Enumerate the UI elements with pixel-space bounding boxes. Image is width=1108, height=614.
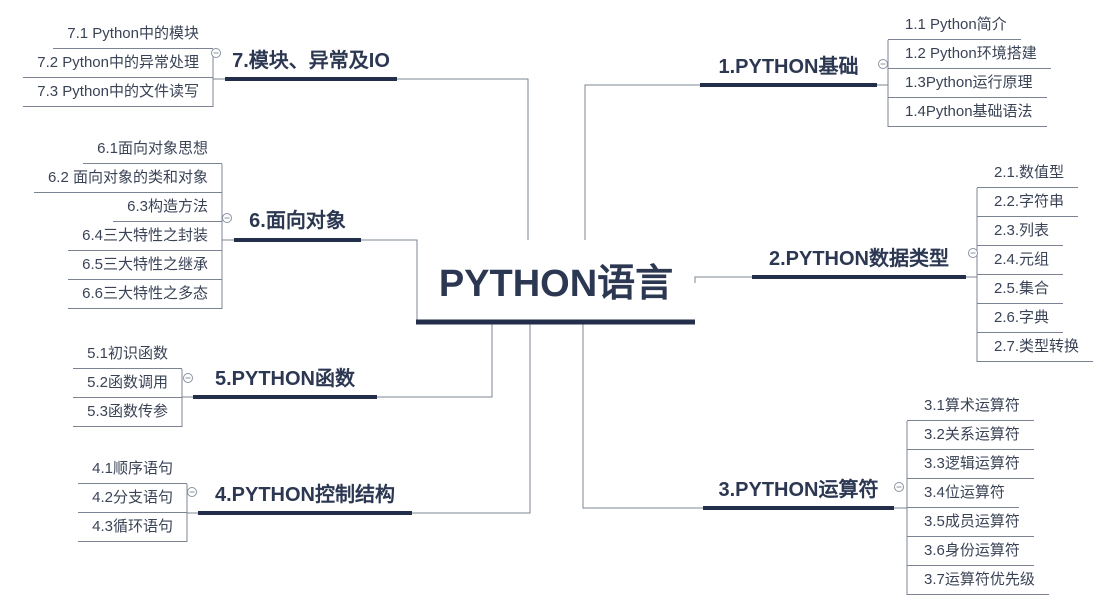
connector-branch-6 [361, 239, 418, 320]
branch-topic-1[interactable]: 1.PYTHON基础 [718, 56, 859, 78]
child-topic[interactable]: 5.2函数调用 [73, 369, 182, 398]
collapse-icon[interactable] [211, 48, 221, 58]
child-topic[interactable]: 3.1算术运算符 [907, 392, 1034, 421]
collapse-icon[interactable] [187, 487, 197, 497]
collapse-icon[interactable] [968, 248, 978, 258]
connector-branch-5 [377, 322, 493, 398]
child-topic[interactable]: 5.3函数传参 [73, 398, 182, 427]
child-topic[interactable]: 6.5三大特性之继承 [68, 251, 222, 280]
child-topic[interactable]: 1.1 Python简介 [888, 11, 1021, 40]
child-topic[interactable]: 1.3Python运行原理 [888, 69, 1047, 98]
branch-topic-5[interactable]: 5.PYTHON函数 [214, 368, 356, 390]
child-topic[interactable]: 7.1 Python中的模块 [53, 20, 213, 49]
child-topic[interactable]: 6.2 面向对象的类和对象 [33, 164, 222, 193]
connector-branch-3 [582, 322, 703, 509]
child-topic[interactable]: 2.2.字符串 [977, 188, 1079, 217]
child-topic[interactable]: 3.4位运算符 [907, 479, 1019, 508]
child-topic[interactable]: 6.3构造方法 [113, 193, 222, 222]
child-topic[interactable]: 2.5.集合 [977, 275, 1064, 304]
child-topic[interactable]: 4.3循环语句 [78, 513, 187, 542]
collapse-icon[interactable] [222, 213, 232, 223]
child-topic[interactable]: 2.3.列表 [977, 217, 1064, 246]
branch-topic-7[interactable]: 7.模块、异常及IO [232, 50, 390, 72]
child-topic[interactable]: 7.2 Python中的异常处理 [23, 49, 213, 78]
child-topic[interactable]: 6.1面向对象思想 [83, 135, 222, 164]
collapse-icon[interactable] [878, 59, 888, 69]
branch-6-children: 6.1面向对象思想 6.2 面向对象的类和对象 6.3构造方法 6.4三大特性之… [33, 135, 222, 309]
branch-topic-6[interactable]: 6.面向对象 [249, 210, 346, 232]
child-topic[interactable]: 3.2关系运算符 [907, 421, 1034, 450]
connector-branch-1 [584, 84, 700, 240]
child-topic[interactable]: 5.1初识函数 [73, 340, 182, 369]
branch-topic-4[interactable]: 4.PYTHON控制结构 [214, 484, 396, 506]
branch-topic-3[interactable]: 3.PYTHON运算符 [718, 479, 879, 501]
branch-7-children: 7.1 Python中的模块 7.2 Python中的异常处理 7.3 Pyth… [23, 20, 213, 107]
child-topic[interactable]: 6.4三大特性之封装 [68, 222, 222, 251]
child-topic[interactable]: 4.2分支语句 [78, 484, 187, 513]
collapse-icon[interactable] [894, 482, 904, 492]
branch-3-children: 3.1算术运算符 3.2关系运算符 3.3逻辑运算符 3.4位运算符 3.5成员… [907, 392, 1049, 595]
child-topic[interactable]: 2.4.元组 [977, 246, 1064, 275]
connector-branch-4 [412, 322, 531, 514]
root-topic[interactable]: PYTHON语言 [438, 263, 674, 305]
connector-branch-7 [397, 78, 529, 240]
child-topic[interactable]: 3.7运算符优先级 [907, 566, 1049, 595]
child-topic[interactable]: 2.1.数值型 [977, 159, 1079, 188]
branch-1-children: 1.1 Python简介 1.2 Python环境搭建 1.3Python运行原… [888, 11, 1051, 127]
child-topic[interactable]: 1.4Python基础语法 [888, 98, 1047, 127]
collapse-icon[interactable] [183, 373, 193, 383]
child-topic[interactable]: 6.6三大特性之多态 [68, 280, 222, 309]
child-topic[interactable]: 2.6.字典 [977, 304, 1064, 333]
child-topic[interactable]: 1.2 Python环境搭建 [888, 40, 1051, 69]
child-topic[interactable]: 3.5成员运算符 [907, 508, 1034, 537]
branch-2-children: 2.1.数值型 2.2.字符串 2.3.列表 2.4.元组 2.5.集合 2.6… [977, 159, 1094, 362]
child-topic[interactable]: 3.6身份运算符 [907, 537, 1034, 566]
connector-branch-2 [694, 276, 752, 283]
child-topic[interactable]: 4.1顺序语句 [78, 455, 187, 484]
child-topic[interactable]: 7.3 Python中的文件读写 [23, 78, 213, 107]
child-topic[interactable]: 2.7.类型转换 [977, 333, 1094, 362]
child-topic[interactable]: 3.3逻辑运算符 [907, 450, 1034, 479]
branch-4-children: 4.1顺序语句 4.2分支语句 4.3循环语句 [78, 455, 187, 542]
branch-topic-2[interactable]: 2.PYTHON数据类型 [768, 248, 950, 270]
branch-5-children: 5.1初识函数 5.2函数调用 5.3函数传参 [73, 340, 182, 427]
